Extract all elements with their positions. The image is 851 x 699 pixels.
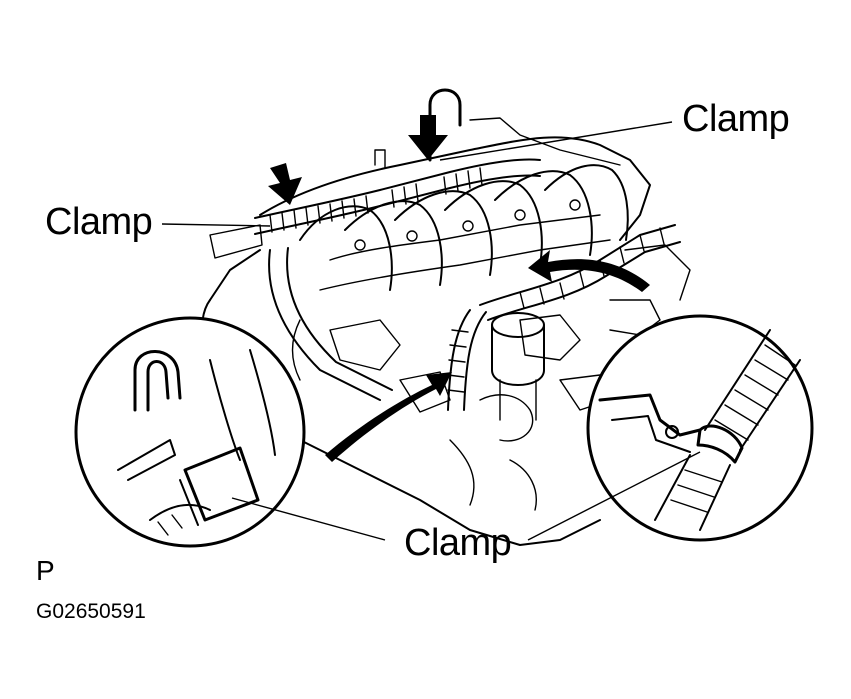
left-detail-circle	[74, 316, 306, 548]
right-detail-circle	[586, 314, 814, 542]
down-arrow-icon	[408, 115, 448, 160]
view-letter: P	[36, 555, 55, 586]
engine-block	[200, 88, 691, 546]
clamp-label-top-right: Clamp	[682, 98, 790, 140]
leader-line-bottom-right	[527, 451, 701, 541]
down-arrow-icon	[268, 163, 302, 205]
leader-line-left	[161, 223, 271, 227]
wire-harness	[209, 158, 681, 411]
curved-arrow-icon	[325, 372, 452, 462]
leader-line-top-right	[439, 121, 673, 161]
clamp-label-left: Clamp	[45, 201, 153, 243]
clamp-label-bottom: Clamp	[404, 522, 512, 564]
leader-line-bottom-left	[231, 497, 386, 541]
curved-arrow-icon	[528, 250, 650, 292]
leader-lines	[161, 121, 701, 541]
figure-code: G02650591	[36, 600, 146, 623]
